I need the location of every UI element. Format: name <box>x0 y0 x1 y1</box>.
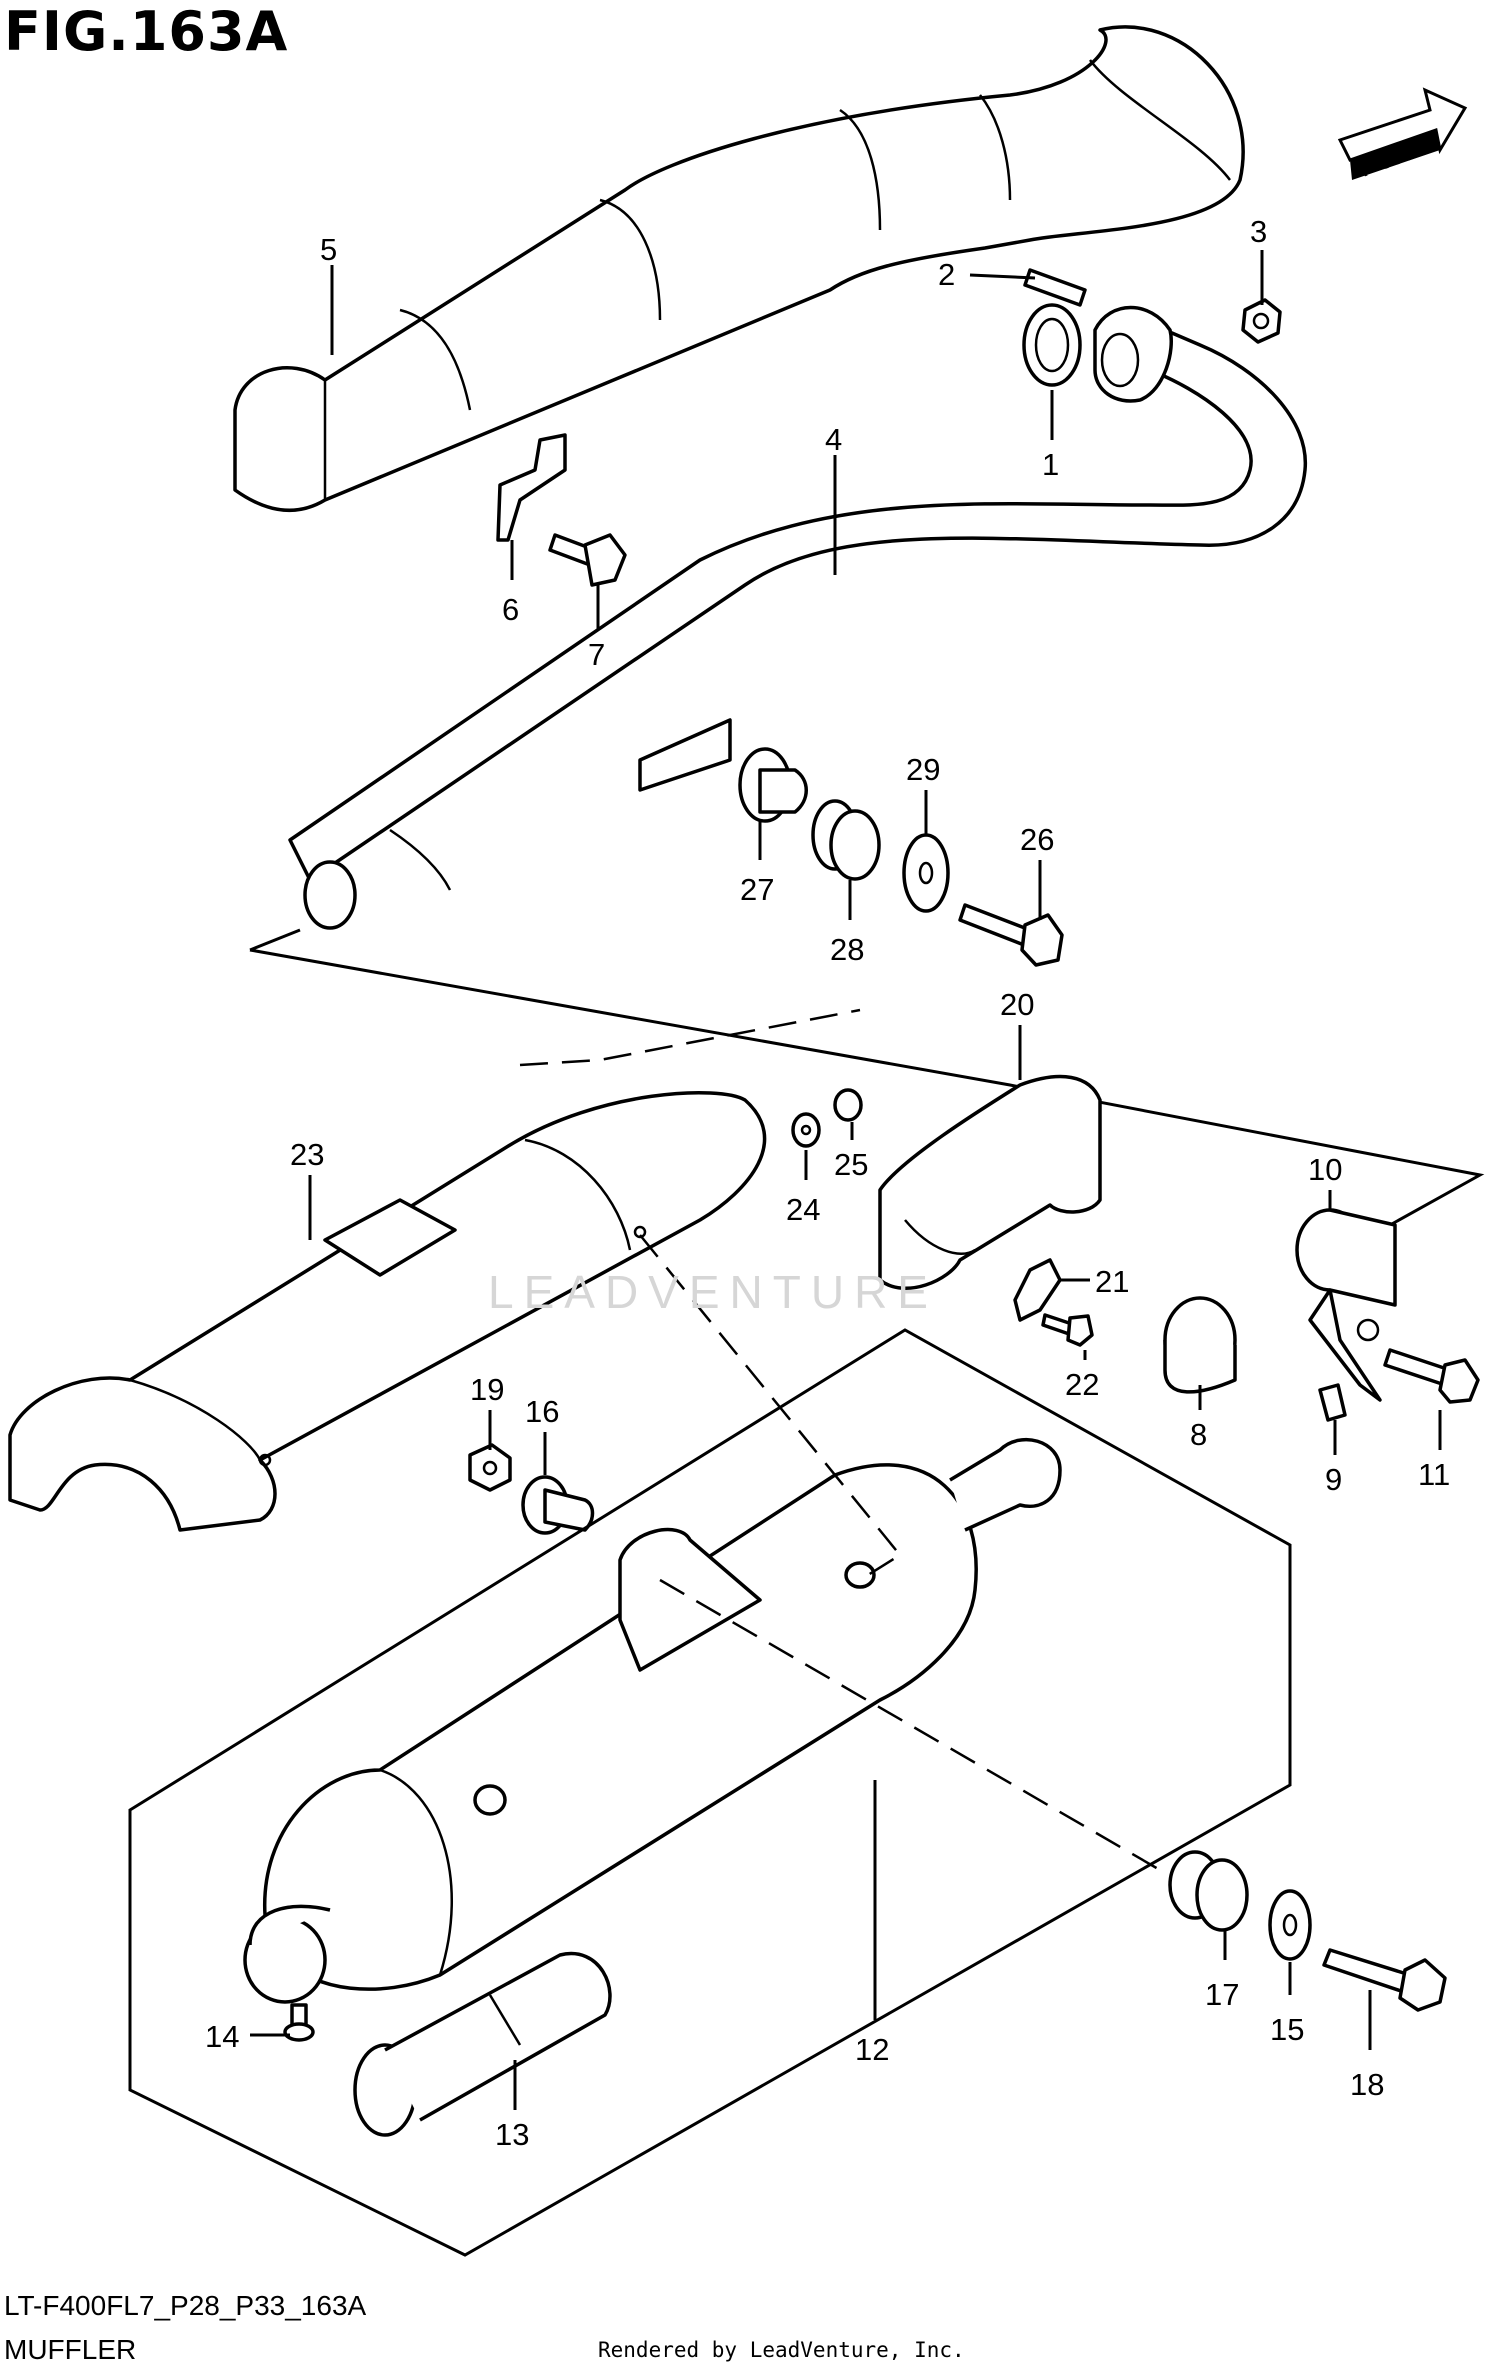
exhaust-flange <box>1093 305 1173 403</box>
part-12-muffler <box>243 1438 1062 2004</box>
callout-1: 1 <box>1042 447 1059 482</box>
callout-6: 6 <box>502 592 519 627</box>
figure-code: LT-F400FL7_P28_P33_163A <box>4 2290 367 2321</box>
part-16-collar <box>521 1475 595 1535</box>
render-credit: Rendered by LeadVenture, Inc. <box>598 2338 965 2362</box>
part-20-heat-shield <box>878 1074 1102 1290</box>
part-25-clip <box>833 1088 863 1122</box>
part-13-spark-arrestor <box>353 1951 612 2137</box>
callout-25: 25 <box>834 1147 868 1182</box>
callout-18: 18 <box>1350 2067 1384 2102</box>
callout-7: 7 <box>588 637 605 672</box>
callout-26: 26 <box>1020 822 1054 857</box>
fwd-arrow-icon: FWD <box>1337 87 1468 184</box>
figure-caption: MUFFLER <box>4 2334 137 2365</box>
callout-5: 5 <box>320 232 337 267</box>
leader-lines <box>250 250 1442 2110</box>
part-18-bolt <box>1322 1948 1447 2012</box>
part-19-nut <box>468 1443 512 1492</box>
callout-19: 19 <box>470 1372 504 1407</box>
figure-title: FIG.163A <box>4 0 289 63</box>
part-6-bracket <box>496 433 567 542</box>
part-29-washer <box>902 833 950 913</box>
watermark: LEADVENTURE <box>488 1266 938 1318</box>
callout-10: 10 <box>1308 1152 1342 1187</box>
callout-16: 16 <box>525 1394 559 1429</box>
callout-14: 14 <box>205 2019 239 2054</box>
callout-4: 4 <box>825 422 842 457</box>
part-21-clamp-plate <box>1013 1258 1062 1322</box>
callout-28: 28 <box>830 932 864 967</box>
part-11-bolt <box>1383 1348 1480 1404</box>
part-27-collar <box>738 747 808 823</box>
part-8-sleeve <box>1163 1296 1237 1394</box>
callout-12: 12 <box>855 2032 889 2067</box>
callout-3: 3 <box>1250 214 1267 249</box>
part-17-grommet <box>1168 1850 1249 1932</box>
callout-29: 29 <box>906 752 940 787</box>
part-7-bolt <box>548 533 627 587</box>
part-2-stud <box>1023 268 1087 307</box>
callout-8: 8 <box>1190 1417 1207 1452</box>
callout-11: 11 <box>1418 1457 1450 1492</box>
callout-2: 2 <box>938 257 955 292</box>
callout-23: 23 <box>290 1137 324 1172</box>
part-23-muffler-shield <box>8 1090 767 1532</box>
part-12-outline <box>128 1328 1292 2257</box>
callout-9: 9 <box>1325 1462 1342 1497</box>
callout-27: 27 <box>740 872 774 907</box>
part-1-gasket <box>1022 303 1082 387</box>
callout-21: 21 <box>1095 1264 1129 1299</box>
callout-20: 20 <box>1000 987 1034 1022</box>
part-9-collar <box>1318 1383 1347 1422</box>
part-22-bolt <box>1041 1313 1094 1347</box>
part-14-screw <box>283 2003 315 2042</box>
callout-17: 17 <box>1205 1977 1239 2012</box>
part-28-grommet <box>811 799 881 881</box>
part-10-clamp <box>1295 1208 1397 1402</box>
callout-13: 13 <box>495 2117 529 2152</box>
callout-15: 15 <box>1270 2012 1304 2047</box>
part-26-bolt <box>958 903 1064 967</box>
part-15-washer <box>1268 1889 1312 1961</box>
part-5-heat-shield <box>233 25 1245 512</box>
callout-24: 24 <box>786 1192 820 1227</box>
callout-22: 22 <box>1065 1367 1099 1402</box>
part-24-washer <box>791 1112 821 1148</box>
part-4-exhaust-pipe <box>288 328 1307 930</box>
part-3-nut <box>1241 298 1282 344</box>
